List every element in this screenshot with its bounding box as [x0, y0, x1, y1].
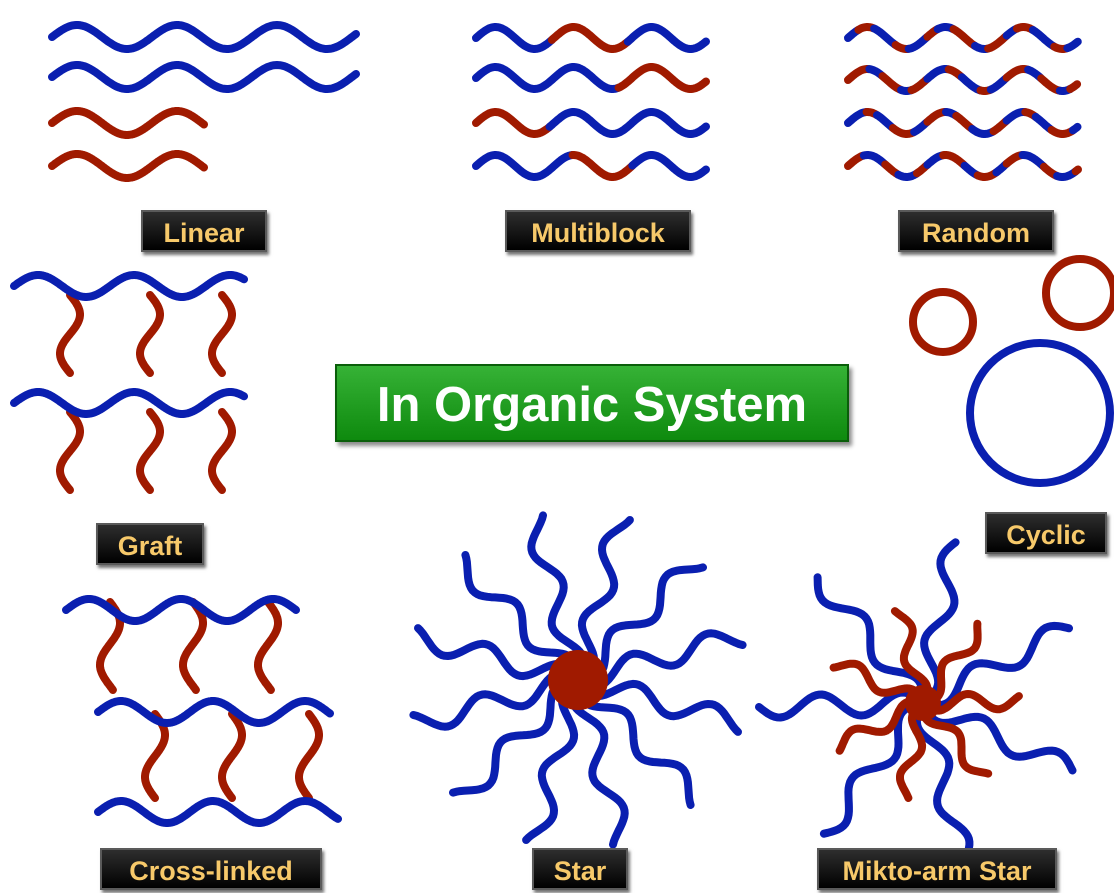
network-backbone: [98, 701, 330, 723]
multiblock-chain-block: [476, 112, 550, 134]
linear-chain-blue: [52, 65, 356, 89]
graft-side-chain: [212, 295, 232, 373]
cross-link-segment: [299, 714, 319, 798]
random-chain-segment: [1036, 117, 1051, 129]
star-core: [548, 650, 608, 710]
multiblock-polymer-chains: [476, 27, 706, 177]
graft-side-chain: [212, 412, 232, 490]
multiblock-chain-block: [619, 67, 706, 89]
random-chain-segment: [1023, 155, 1044, 166]
cross-link-segment: [222, 714, 242, 798]
label-random: Random: [898, 210, 1054, 252]
random-chain-segment: [956, 116, 971, 128]
cross-link-segment: [183, 602, 203, 690]
random-chain-segment: [877, 115, 892, 127]
label-star: Star: [532, 848, 628, 890]
random-chain-segment: [874, 29, 895, 45]
random-chain-segment: [1070, 84, 1077, 89]
multiblock-chain-block: [573, 155, 633, 177]
label-multiblock: Multiblock: [505, 210, 691, 252]
star-arm: [598, 633, 742, 686]
multiblock-chain-block: [628, 27, 706, 49]
linear-chain-red: [52, 154, 204, 178]
random-chain-segment: [848, 69, 869, 80]
star-arm: [531, 515, 584, 659]
graft-backbone: [14, 392, 244, 414]
multiblock-chain-block: [550, 112, 706, 134]
random-chain-segment: [912, 80, 927, 91]
mikto-arm-red: [834, 664, 914, 693]
title-badge: In Organic System: [335, 364, 849, 442]
random-chain-segment: [1067, 42, 1077, 48]
star-arm: [413, 674, 557, 727]
label-mikto-arm-star: Mikto-arm Star: [817, 848, 1057, 890]
star-arm: [572, 700, 625, 844]
multiblock-chain-block: [632, 155, 706, 177]
network-backbone: [66, 599, 296, 621]
graft-side-chain: [60, 412, 80, 490]
random-copolymer-chains: [848, 27, 1078, 177]
graft-backbone: [14, 275, 244, 297]
multiblock-chain-block: [552, 27, 628, 49]
random-chain-segment: [1033, 30, 1054, 46]
cross-link-segment: [145, 714, 165, 798]
cyclic-ring-red: [913, 292, 973, 352]
star-polymer: [413, 515, 742, 844]
linear-polymer-chains: [52, 25, 356, 178]
cyclic-polymer-rings: [913, 259, 1114, 483]
mikto-arm-red: [900, 715, 922, 798]
network-backbone: [98, 801, 338, 823]
random-chain-segment: [954, 29, 975, 45]
cyclic-ring-red: [1046, 259, 1114, 327]
mikto-core: [905, 685, 941, 721]
linear-chain-red: [52, 111, 204, 135]
linear-chain-blue: [52, 25, 356, 49]
cross-link-segment: [258, 602, 278, 690]
graft-side-chain: [140, 412, 160, 490]
mikto-arm-star-polymer: [759, 542, 1073, 862]
random-chain-segment: [943, 155, 964, 165]
multiblock-chain-block: [476, 155, 573, 177]
random-chain-segment: [991, 78, 1006, 89]
cyclic-ring-blue: [970, 343, 1110, 483]
random-chain-segment: [1076, 170, 1078, 172]
multiblock-chain-block: [476, 27, 552, 49]
label-graft: Graft: [96, 523, 204, 565]
label-cyclic: Cyclic: [985, 512, 1107, 554]
cross-linked-polymer-network: [66, 599, 338, 823]
label-linear: Linear: [141, 210, 267, 252]
graft-side-chain: [60, 295, 80, 373]
random-chain-segment: [864, 155, 885, 164]
graft-side-chain: [140, 295, 160, 373]
graft-polymer: [14, 275, 244, 490]
label-cross-linked: Cross-linked: [100, 848, 322, 890]
multiblock-chain-block: [476, 67, 619, 89]
random-chain-segment: [1073, 127, 1078, 130]
